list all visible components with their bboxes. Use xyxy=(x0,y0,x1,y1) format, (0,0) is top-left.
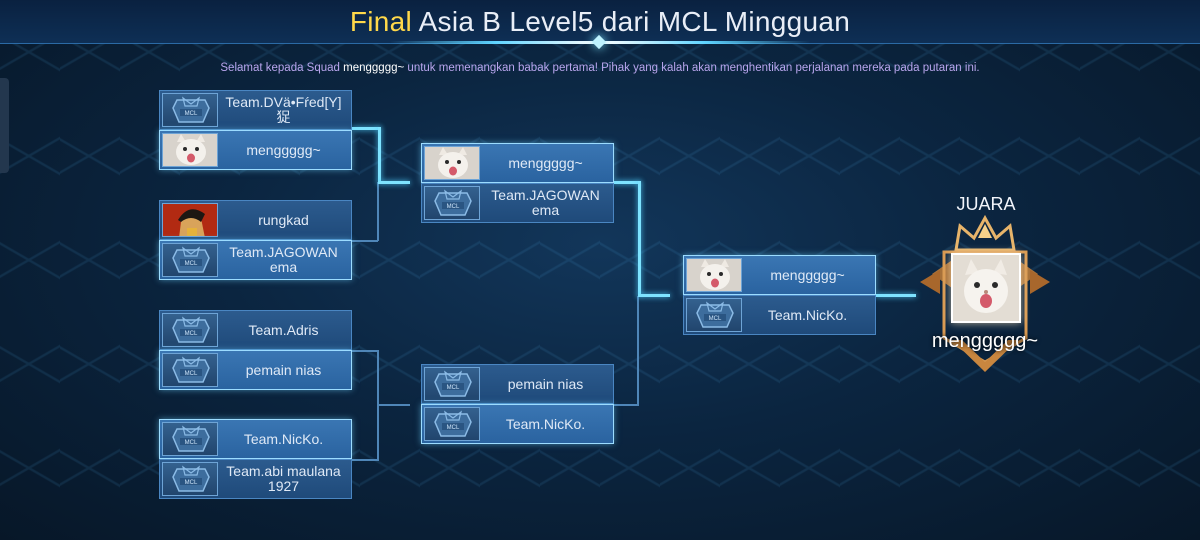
svg-text:MCL: MCL xyxy=(185,480,198,486)
connector-line xyxy=(352,127,380,130)
mcl-logo-icon: MCL xyxy=(162,462,218,496)
connector-line xyxy=(637,296,639,406)
winner-message: Selamat kepada Squad menggggg~ untuk mem… xyxy=(0,62,1200,74)
bracket-slot[interactable]: MCL pemain nias xyxy=(159,350,352,390)
connector-line xyxy=(378,404,410,406)
team-name: Team.JAGOWAN ema xyxy=(229,244,338,275)
connector-line xyxy=(378,127,381,182)
team-name: Team.NicKo. xyxy=(505,415,586,432)
side-panel-handle[interactable] xyxy=(0,78,9,173)
team-name: menggggg~ xyxy=(770,266,845,283)
team-name: pemain nias xyxy=(507,375,584,392)
mcl-logo-icon: MCL xyxy=(686,298,742,332)
champion-name: menggggg~ xyxy=(931,330,1039,352)
mcl-logo-icon: MCL xyxy=(162,93,218,127)
connector-line xyxy=(876,294,916,297)
team-name: pemain nias xyxy=(245,361,322,378)
svg-text:MCL: MCL xyxy=(185,261,198,267)
connector-line xyxy=(352,240,378,242)
message-suffix: untuk memenangkan babak pertama! Pihak y… xyxy=(407,62,980,74)
connector-line xyxy=(378,181,410,184)
team-name: menggggg~ xyxy=(246,141,321,158)
message-prefix: Selamat kepada Squad xyxy=(220,62,340,74)
mcl-logo-icon: MCL xyxy=(162,243,218,277)
cat-avatar-icon xyxy=(686,258,742,292)
team-name: Team.Adris xyxy=(248,321,319,338)
bracket-slot[interactable]: MCL Team.Adris xyxy=(159,310,352,350)
cat-avatar-icon xyxy=(424,146,480,180)
team-name: rungkad xyxy=(258,211,309,228)
bracket-slot[interactable]: MCL pemain nias xyxy=(421,364,614,404)
bracket-slot[interactable]: rungkad xyxy=(159,200,352,240)
cat-avatar-icon xyxy=(162,133,218,167)
anime-avatar-icon xyxy=(162,203,218,237)
connector-line xyxy=(638,294,670,297)
team-name: Team.DVä•Fŕed[Y]㹱 xyxy=(225,94,342,125)
mcl-logo-icon: MCL xyxy=(424,186,480,220)
cat-avatar-icon xyxy=(953,255,1019,321)
title-text: Asia B Level5 dari MCL Mingguan xyxy=(418,6,851,37)
bracket-slot[interactable]: MCL Team.NicKo. xyxy=(683,295,876,335)
mcl-logo-icon: MCL xyxy=(162,353,218,387)
svg-text:MCL: MCL xyxy=(447,385,460,391)
bracket-slot[interactable]: MCL Team.NicKo. xyxy=(421,404,614,444)
connector-line xyxy=(638,181,641,296)
bracket-slot[interactable]: menggggg~ xyxy=(159,130,352,170)
svg-text:MCL: MCL xyxy=(185,371,198,377)
connector-line xyxy=(614,404,638,406)
team-name: Team.JAGOWAN ema xyxy=(491,187,600,218)
mcl-logo-icon: MCL xyxy=(424,407,480,441)
bracket-slot[interactable]: menggggg~ xyxy=(683,255,876,295)
mcl-logo-icon: MCL xyxy=(424,367,480,401)
champion-label: JUARA xyxy=(956,194,1016,214)
svg-text:MCL: MCL xyxy=(185,111,198,117)
team-name: menggggg~ xyxy=(508,154,583,171)
svg-text:MCL: MCL xyxy=(185,440,198,446)
message-squad: menggggg~ xyxy=(343,62,405,74)
connector-line xyxy=(352,459,378,461)
svg-text:MCL: MCL xyxy=(709,316,722,322)
svg-text:MCL: MCL xyxy=(447,425,460,431)
svg-text:MCL: MCL xyxy=(185,331,198,337)
bracket-slot[interactable]: MCL Team.JAGOWAN ema xyxy=(159,240,352,280)
team-name: Team.abi maulana 1927 xyxy=(226,463,341,494)
connector-line xyxy=(352,350,378,352)
champion-avatar xyxy=(951,253,1021,323)
bracket-slot[interactable]: MCL Team.NicKo. xyxy=(159,419,352,459)
svg-text:MCL: MCL xyxy=(447,204,460,210)
connector-line xyxy=(377,182,379,241)
team-name: Team.NicKo. xyxy=(767,306,848,323)
page-title: Final Asia B Level5 dari MCL Mingguan xyxy=(0,6,1200,38)
bracket-slot[interactable]: menggggg~ xyxy=(421,143,614,183)
connector-line xyxy=(614,181,640,184)
team-name: Team.NicKo. xyxy=(243,430,324,447)
title-accent: Final xyxy=(349,6,413,37)
bracket-slot[interactable]: MCL Team.DVä•Fŕed[Y]㹱 xyxy=(159,90,352,130)
bracket-slot[interactable]: MCL Team.abi maulana 1927 xyxy=(159,459,352,499)
bracket-slot[interactable]: MCL Team.JAGOWAN ema xyxy=(421,183,614,223)
mcl-logo-icon: MCL xyxy=(162,422,218,456)
mcl-logo-icon: MCL xyxy=(162,313,218,347)
